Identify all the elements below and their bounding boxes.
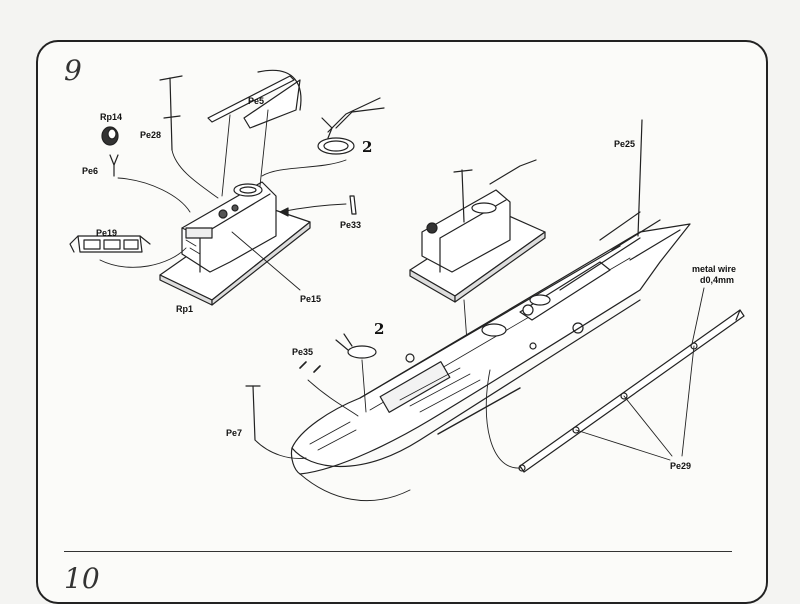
assembly-drawing (69, 69, 745, 501)
conning-tower-right (409, 159, 546, 357)
part-pe33 (279, 195, 357, 217)
mast-part-pe28 (159, 75, 219, 199)
callout-number-mid: 2 (374, 320, 385, 338)
next-step-number: 10 (64, 562, 100, 595)
deck-gun-pe35 (299, 333, 377, 417)
step-number: 9 (64, 54, 82, 87)
label-pe19: Pe19 (96, 228, 118, 238)
conning-tower-left (159, 181, 311, 306)
part-pe6 (109, 154, 191, 213)
label-pe33: Pe33 (340, 220, 362, 230)
label-metal-wire: metal wire (692, 264, 737, 274)
instruction-panel (36, 40, 768, 604)
ship-hull (290, 119, 691, 501)
label-pe7: Pe7 (226, 428, 243, 438)
part-pe7 (245, 385, 307, 459)
part-rp14 (101, 126, 119, 146)
label-pe5: Pe5 (248, 96, 265, 106)
label-pe6: Pe6 (82, 166, 99, 176)
bridge-screen-pe19 (69, 235, 187, 268)
callout-number-top: 2 (362, 138, 373, 156)
label-pe15: Pe15 (300, 294, 322, 304)
gun-mount-top (261, 97, 385, 177)
label-pe35: Pe35 (292, 347, 314, 357)
railing-pe29 (485, 287, 745, 473)
label-wire-diameter: d0,4mm (700, 275, 735, 285)
label-rp1: Rp1 (176, 304, 194, 314)
label-pe28: Pe28 (140, 130, 162, 140)
label-rp14: Rp14 (100, 112, 123, 122)
section-divider (64, 551, 732, 552)
label-pe25: Pe25 (614, 139, 636, 149)
label-pe29: Pe29 (670, 461, 692, 471)
rail-part-pe5 (207, 69, 302, 197)
